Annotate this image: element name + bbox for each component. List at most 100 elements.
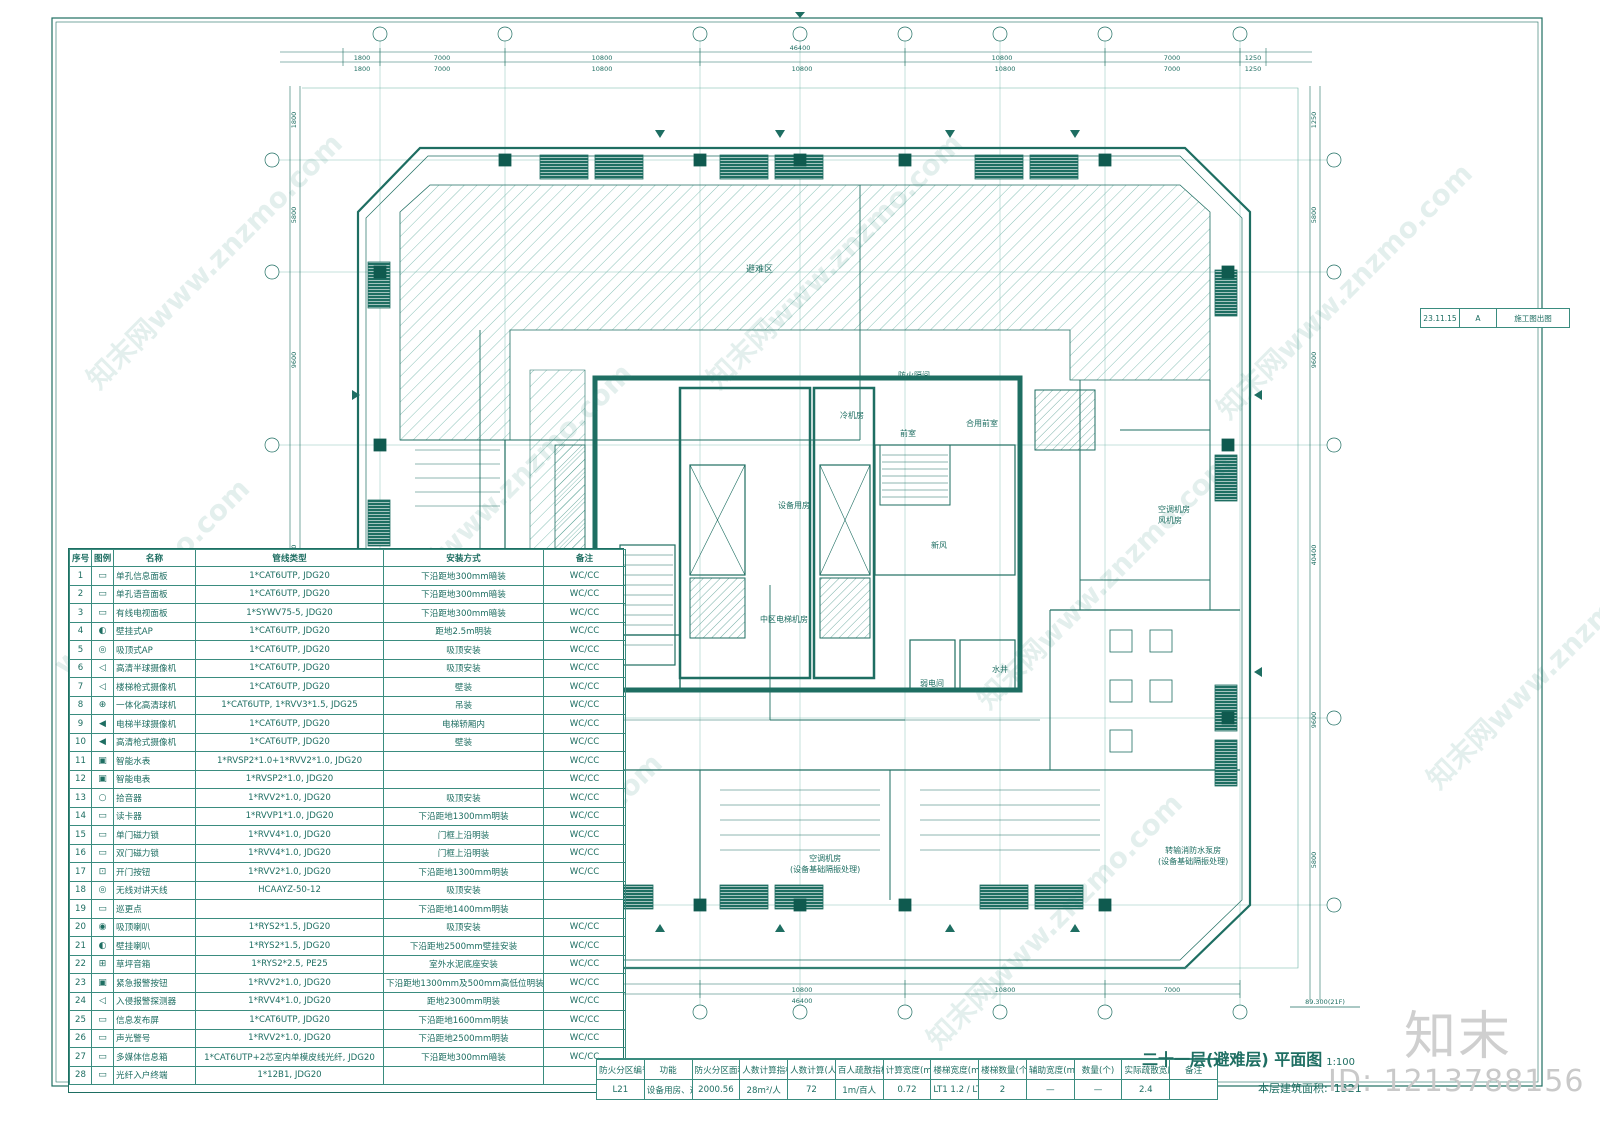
legend-name: 电梯半球摄像机 bbox=[113, 714, 196, 734]
legend-note: WC/CC bbox=[543, 621, 626, 641]
legend-name: 吸顶喇叭 bbox=[113, 917, 196, 937]
summary-cell: 2.4 bbox=[1121, 1079, 1171, 1100]
legend-note: WC/CC bbox=[543, 1010, 626, 1030]
dimension-text: 10800 bbox=[592, 54, 613, 62]
elevation-tag: 89.300(21F) bbox=[1305, 998, 1345, 1006]
legend-pipe: 1*RVV2*1.0, JDG20 bbox=[195, 788, 384, 808]
legend-note: WC/CC bbox=[543, 658, 626, 678]
legend-symbol: ○ bbox=[91, 788, 114, 808]
summary-header: 人数计算(人) bbox=[787, 1059, 836, 1080]
legend-symbol: ◁ bbox=[91, 991, 114, 1011]
louver bbox=[979, 884, 1029, 910]
legend-install: 电梯轿厢内 bbox=[383, 714, 544, 734]
legend-pipe: 1*RVVP1*1.0, JDG20 bbox=[195, 806, 384, 826]
airflow-arrow bbox=[352, 390, 360, 400]
legend-symbol: ▭ bbox=[91, 843, 114, 863]
legend-symbol: ◐ bbox=[91, 621, 114, 641]
summary-header: 人数计算指标 bbox=[739, 1059, 789, 1080]
legend-pipe: 1*CAT6UTP+2芯室内单模皮线光纤, JDG20 bbox=[195, 1047, 384, 1067]
summary-cell: 设备用房、避难区 bbox=[643, 1079, 693, 1100]
airflow-arrow bbox=[655, 130, 665, 138]
legend-name: 开门按钮 bbox=[113, 862, 196, 882]
legend-no: 27 bbox=[69, 1047, 92, 1067]
dimension-text: 7000 bbox=[1164, 54, 1181, 62]
structural-column bbox=[898, 898, 912, 912]
legend-no: 24 bbox=[69, 991, 92, 1011]
legend-pipe: 1*RYS2*2.5, PE25 bbox=[195, 954, 384, 974]
legend-install: 室外水泥底座安装 bbox=[383, 954, 544, 974]
room-label: 冷机房 bbox=[840, 411, 864, 420]
legend-symbol: ⊞ bbox=[91, 954, 114, 974]
structural-column bbox=[373, 438, 387, 452]
legend-pipe: 1*RYS2*1.5, JDG20 bbox=[195, 936, 384, 956]
grid-bubble bbox=[897, 1004, 913, 1020]
dimension-text: 1800 bbox=[354, 54, 371, 62]
legend-note: WC/CC bbox=[543, 788, 626, 808]
legend-pipe: 1*SYWV75-5, JDG20 bbox=[195, 603, 384, 623]
summary-cell: LT1 1.2 / LT2 1.2 bbox=[930, 1079, 980, 1100]
legend-note bbox=[543, 880, 626, 900]
dimension-text: 10800 bbox=[995, 986, 1016, 994]
dimension-text: 1250 bbox=[1310, 112, 1318, 129]
room-label: 新风 bbox=[931, 541, 947, 550]
legend-install: 下沿距地1600mm明装 bbox=[383, 1010, 544, 1030]
legend-pipe: 1*RVV2*1.0, JDG20 bbox=[195, 973, 384, 993]
legend-header-row: 序号 图例 名称 管线类型 安装方式 备注 bbox=[69, 549, 626, 567]
dimension-text: 9600 bbox=[1310, 352, 1318, 369]
airflow-arrow bbox=[775, 130, 785, 138]
summary-header: 百人疏散指标 bbox=[834, 1059, 884, 1080]
legend-install: 门框上沿明装 bbox=[383, 843, 544, 863]
dimension-text: 7000 bbox=[434, 65, 451, 73]
elevator-cross bbox=[819, 464, 871, 576]
summary-header: 计算宽度(m) bbox=[882, 1059, 932, 1080]
airflow-arrow bbox=[655, 924, 665, 932]
shaft-wall bbox=[812, 386, 876, 680]
room-label: 弱电间 bbox=[920, 679, 944, 688]
dimension-text: 10800 bbox=[592, 65, 613, 73]
title-text: 二十一层(避难层) 平面图 bbox=[1142, 1050, 1323, 1069]
summary-header: 楼梯宽度(m) bbox=[930, 1059, 980, 1080]
floor-area-label: 本层建筑面积: bbox=[1258, 1082, 1328, 1095]
legend-pipe: 1*CAT6UTP, JDG20 bbox=[195, 658, 384, 678]
legend-no: 20 bbox=[69, 917, 92, 937]
legend-symbol: ◀ bbox=[91, 732, 114, 752]
legend-name: 单孔语音面板 bbox=[113, 584, 196, 604]
legend-no: 9 bbox=[69, 714, 92, 734]
legend-symbol: ◉ bbox=[91, 917, 114, 937]
legend-install: 吊装 bbox=[383, 695, 544, 715]
structural-column bbox=[693, 153, 707, 167]
equipment-base bbox=[1149, 629, 1173, 653]
louver bbox=[539, 154, 589, 180]
equipment-base bbox=[1149, 679, 1173, 703]
legend-no: 18 bbox=[69, 880, 92, 900]
legend-pipe: 1*RVV4*1.0, JDG20 bbox=[195, 843, 384, 863]
airflow-arrow bbox=[1254, 390, 1262, 400]
dimension-text: 10800 bbox=[992, 54, 1013, 62]
exterior-wall-inner bbox=[365, 155, 1243, 961]
legend-symbol: ▣ bbox=[91, 751, 114, 771]
legend-install: 吸顶安装 bbox=[383, 658, 544, 678]
legend-no: 14 bbox=[69, 806, 92, 826]
legend-no: 4 bbox=[69, 621, 92, 641]
legend-no: 25 bbox=[69, 1010, 92, 1030]
legend-pipe: 1*RVSP2*1.0, JDG20 bbox=[195, 769, 384, 789]
stair-wall bbox=[879, 444, 951, 506]
legend-note: WC/CC bbox=[543, 677, 626, 697]
legend-name: 入侵报警探测器 bbox=[113, 991, 196, 1011]
legend-no: 8 bbox=[69, 695, 92, 715]
summary-header: 防火分区面积(m²) bbox=[691, 1059, 741, 1080]
room-wall bbox=[874, 444, 1016, 576]
legend-symbol: ▭ bbox=[91, 566, 114, 586]
legend-note: WC/CC bbox=[543, 732, 626, 752]
grid-bubble bbox=[792, 26, 808, 42]
grid-bubble bbox=[792, 1004, 808, 1020]
revision-code: A bbox=[1460, 309, 1497, 327]
grid-bubble bbox=[992, 26, 1008, 42]
grid-bubble bbox=[264, 152, 280, 168]
legend-name: 读卡器 bbox=[113, 806, 196, 826]
